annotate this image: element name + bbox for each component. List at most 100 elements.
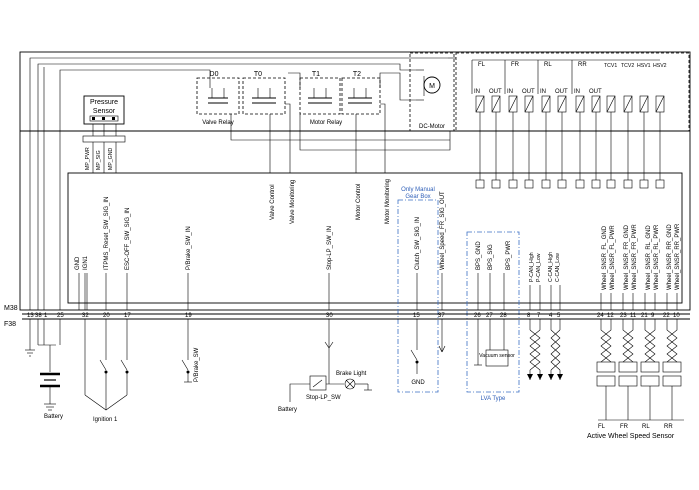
- svg-text:Sensor: Sensor: [93, 108, 116, 115]
- pin-signal-labels: GND IGN1 ITPMS_Reset_SW_SIG_IN ESC-OFF_S…: [75, 191, 681, 290]
- pbrake-switch: P/Brake_SW: [181, 319, 200, 383]
- svg-text:21: 21: [641, 313, 648, 319]
- relay-t2: T2: [341, 71, 381, 115]
- svg-text:HSV1: HSV1: [637, 63, 651, 69]
- svg-text:Wheel_SNSR_FR_GND: Wheel_SNSR_FR_GND: [624, 224, 630, 290]
- relay-d0: D0: [196, 71, 240, 115]
- dc-motor-frame: [409, 52, 455, 132]
- svg-text:Gear Box: Gear Box: [405, 194, 430, 200]
- svg-text:Brake Light: Brake Light: [336, 371, 367, 377]
- svg-text:IGN1: IGN1: [83, 255, 89, 270]
- lva-box: LVA Type: [466, 231, 520, 402]
- connector-m38: M38: [4, 305, 18, 312]
- wheel-sensor-fl: [596, 319, 616, 420]
- svg-text:32: 32: [82, 313, 89, 319]
- relay-t0: T0: [242, 71, 286, 115]
- ecu-inner-frame: [67, 172, 683, 304]
- wheel-sensor-rr: [662, 319, 682, 420]
- svg-text:C-CAN_Low: C-CAN_Low: [555, 253, 561, 282]
- valve-group-fr: FR: [511, 62, 520, 68]
- svg-text:Wheel_SNSR_FL_GND: Wheel_SNSR_FL_GND: [602, 225, 608, 290]
- svg-text:Clutch_SW_SIG_IN: Clutch_SW_SIG_IN: [415, 217, 421, 270]
- svg-text:FR: FR: [620, 424, 629, 430]
- svg-text:Wheel_SNSR_FL_PWR: Wheel_SNSR_FL_PWR: [610, 225, 616, 290]
- svg-text:Motor Monitoring: Motor Monitoring: [385, 179, 391, 224]
- valve-group-fl: FL: [478, 62, 486, 68]
- svg-text:17: 17: [124, 313, 131, 319]
- svg-text:13: 13: [27, 313, 34, 319]
- svg-text:RR: RR: [664, 424, 673, 430]
- svg-text:15: 15: [413, 313, 420, 319]
- svg-text:P-CAN_Low: P-CAN_Low: [536, 253, 542, 282]
- hecu-outer-frame: [19, 51, 691, 311]
- motor-relay-label: Motor Relay: [310, 120, 342, 126]
- manual-gearbox-box: Only Manual Gear Box GND: [397, 187, 439, 393]
- svg-text:7: 7: [537, 313, 541, 319]
- valve-solenoids: [475, 95, 665, 113]
- svg-text:Wheel_SNSR_RR_PWR: Wheel_SNSR_RR_PWR: [675, 223, 681, 290]
- svg-text:26: 26: [474, 313, 481, 319]
- can-twisted-pairs: [527, 319, 563, 380]
- svg-text:Wheel_SNSR_FR_PWR: Wheel_SNSR_FR_PWR: [632, 224, 638, 290]
- svg-text:Wheel_SNSR_RL_PWR: Wheel_SNSR_RL_PWR: [654, 224, 660, 290]
- relay-t0-label: T0: [254, 71, 262, 78]
- svg-text:TCV2: TCV2: [621, 63, 634, 69]
- svg-text:28: 28: [500, 313, 507, 319]
- svg-text:Wheel_Speed_FR_SIG_OUT: Wheel_Speed_FR_SIG_OUT: [440, 191, 446, 270]
- svg-text:HSV2: HSV2: [653, 63, 667, 69]
- connector-f38: F38: [4, 321, 16, 328]
- valve-drive-lines: [475, 112, 665, 189]
- svg-text:27: 27: [486, 313, 493, 319]
- svg-text:TCV1: TCV1: [604, 63, 617, 69]
- svg-text:OUT: OUT: [589, 89, 602, 95]
- relay-t1-label: T1: [312, 71, 320, 78]
- svg-text:MP_SIG: MP_SIG: [96, 150, 102, 170]
- pin-wires-ecu: [78, 273, 678, 310]
- svg-text:Motor Control: Motor Control: [356, 184, 362, 220]
- valve-block-frame: [455, 52, 690, 132]
- svg-text:Pressure: Pressure: [90, 99, 118, 106]
- svg-text:1: 1: [44, 313, 48, 319]
- svg-text:OUT: OUT: [555, 89, 568, 95]
- svg-text:20: 20: [103, 313, 110, 319]
- svg-text:OUT: OUT: [522, 89, 535, 95]
- svg-text:Valve Monitoring: Valve Monitoring: [290, 180, 296, 224]
- svg-text:38: 38: [35, 313, 42, 319]
- vacuum-sensor: Vacuum sensor: [474, 319, 515, 367]
- svg-text:ITPMS_Reset_SW_SIG_IN: ITPMS_Reset_SW_SIG_IN: [104, 197, 110, 270]
- svg-text:22: 22: [663, 313, 670, 319]
- svg-text:P/Brake_SW_IN: P/Brake_SW_IN: [186, 226, 192, 270]
- svg-text:9: 9: [651, 313, 655, 319]
- svg-text:Stop-LP_SW_IN: Stop-LP_SW_IN: [327, 226, 333, 270]
- wheel-speed-sensors: FL FR RL RR Active Wheel Speed Sensor: [587, 319, 684, 440]
- relay-t2-label: T2: [353, 71, 361, 78]
- svg-text:IN: IN: [540, 89, 546, 95]
- svg-text:BPS_GND: BPS_GND: [476, 241, 482, 270]
- svg-text:Active Wheel Speed Sensor: Active Wheel Speed Sensor: [587, 433, 675, 440]
- svg-text:BPS_SIG: BPS_SIG: [488, 244, 494, 270]
- svg-text:Wheel_SNSR_RR_GND: Wheel_SNSR_RR_GND: [667, 224, 673, 290]
- internal-control-wires: [230, 103, 451, 173]
- svg-text:Stop-LP_SW: Stop-LP_SW: [306, 395, 341, 401]
- svg-text:25: 25: [57, 313, 64, 319]
- svg-text:Vacuum sensor: Vacuum sensor: [479, 353, 515, 359]
- valve-group-rr: RR: [578, 62, 587, 68]
- svg-text:Wheel_SNSR_RL_GND: Wheel_SNSR_RL_GND: [646, 225, 652, 290]
- svg-text:12: 12: [607, 313, 614, 319]
- svg-text:FL: FL: [598, 424, 606, 430]
- clutch-switch: [410, 319, 446, 374]
- svg-text:4: 4: [549, 313, 553, 319]
- svg-text:5: 5: [557, 313, 561, 319]
- svg-text:OUT: OUT: [489, 89, 502, 95]
- svg-text:BPS_PWR: BPS_PWR: [506, 240, 512, 270]
- svg-text:LVA Type: LVA Type: [481, 396, 506, 402]
- pin-numbers: 13 38 1 25 32 20 17 19 30 15 37 26 27 28…: [27, 313, 680, 319]
- ignition-switches: Ignition 1: [84, 319, 129, 423]
- svg-text:GND: GND: [411, 380, 425, 386]
- svg-text:IN: IN: [507, 89, 513, 95]
- svg-text:24: 24: [597, 313, 604, 319]
- svg-text:Valve Control: Valve Control: [270, 184, 276, 220]
- wheel-sensor-fr: [618, 319, 638, 420]
- svg-text:C-CAN_High: C-CAN_High: [548, 252, 554, 282]
